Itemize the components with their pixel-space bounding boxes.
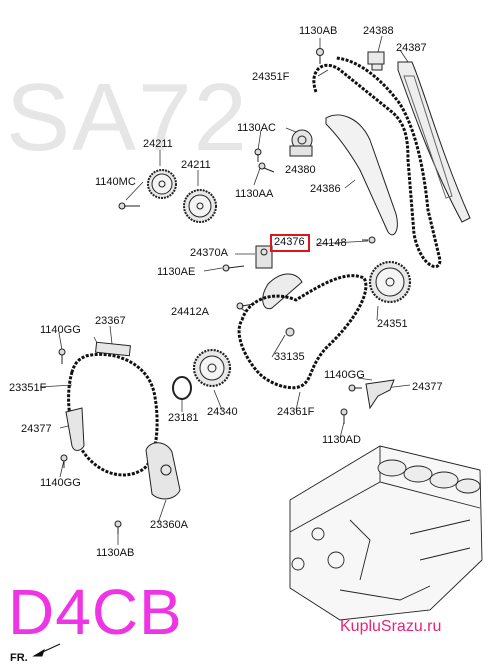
- label-1130aa[interactable]: 1130AA: [235, 188, 274, 200]
- label-24377-left[interactable]: 24377: [21, 423, 52, 435]
- label-24351[interactable]: 24351: [377, 318, 408, 330]
- front-direction-label: FR.: [10, 652, 28, 664]
- label-23181[interactable]: 23181: [168, 412, 199, 424]
- label-1130ae[interactable]: 1130AE: [157, 266, 196, 278]
- label-24351f[interactable]: 24351F: [252, 71, 290, 83]
- site-watermark: KupluSrazu.ru: [340, 618, 442, 635]
- leader-lines: [39, 35, 411, 545]
- label-1130ad[interactable]: 1130AD: [322, 434, 361, 446]
- label-24388[interactable]: 24388: [363, 25, 394, 37]
- balance-gear-left: [147, 169, 177, 199]
- label-24386[interactable]: 24386: [310, 183, 341, 195]
- label-24377-right[interactable]: 24377: [412, 381, 443, 393]
- label-24380[interactable]: 24380: [285, 164, 316, 176]
- watermark-text: SA72: [6, 64, 249, 171]
- label-24370a[interactable]: 24370A: [190, 247, 228, 259]
- engine-block: [289, 445, 483, 621]
- label-23351f[interactable]: 23351F: [9, 382, 47, 394]
- label-1140gg-a[interactable]: 1140GG: [40, 324, 81, 336]
- label-1130ab-top[interactable]: 1130AB: [299, 25, 338, 37]
- label-23367[interactable]: 23367: [95, 315, 126, 327]
- label-1140gg-c[interactable]: 1140GG: [40, 477, 81, 489]
- label-24387[interactable]: 24387: [396, 42, 427, 54]
- camshaft-sprocket: [368, 260, 412, 304]
- label-24340[interactable]: 24340: [207, 406, 238, 418]
- label-24211-left[interactable]: 24211: [143, 138, 173, 150]
- label-24361f[interactable]: 24361F: [277, 406, 315, 418]
- highlight-box: [270, 234, 310, 252]
- model-code-title: D4CB: [8, 576, 183, 648]
- label-24211-right[interactable]: 24211: [181, 159, 211, 171]
- label-1130ac[interactable]: 1130AC: [237, 122, 276, 134]
- label-23360a[interactable]: 23360A: [150, 519, 188, 531]
- label-1140gg-b[interactable]: 1140GG: [324, 369, 365, 381]
- label-24148[interactable]: 24148: [316, 237, 347, 249]
- label-1130ab-bottom[interactable]: 1130AB: [96, 547, 135, 559]
- crankshaft-sprocket: [192, 348, 232, 388]
- label-24412a[interactable]: 24412A: [171, 306, 209, 318]
- label-33135[interactable]: 33135: [274, 351, 305, 363]
- label-1140mc[interactable]: 1140MC: [95, 176, 136, 188]
- balance-gear-right: [183, 189, 217, 223]
- label-24376[interactable]: 24376: [274, 236, 305, 248]
